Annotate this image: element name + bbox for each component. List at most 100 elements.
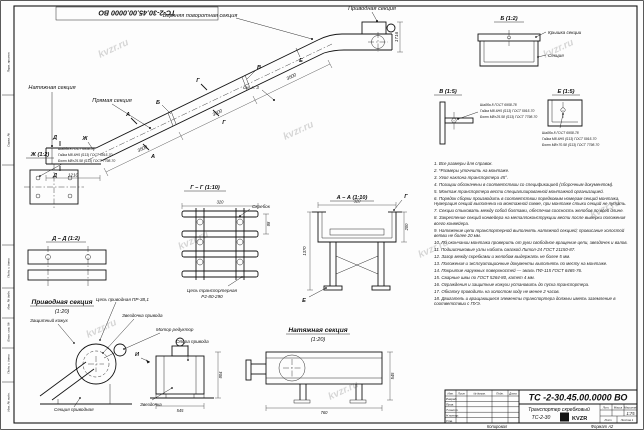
tb-logo-text: KVZR [572, 416, 587, 422]
note-line: 7. Секции стыковать между собой болтами,… [434, 208, 624, 214]
detail-e-spec-1: Шайба 8 ГОСТ 6958-78 [542, 131, 579, 135]
note-line: 9. Натяжение цепи транспортерной выполня… [434, 227, 625, 239]
note-line: 3. Угол наклона транспортера 45°. [434, 174, 509, 180]
section-gg: Г – Г (1:10) 320 88 Скребок Цепь транспо… [181, 185, 271, 299]
tension-linework [245, 351, 393, 411]
section-aa-linework [307, 199, 407, 298]
detail-e-linework [547, 99, 583, 129]
tb-role-razrab: Разраб. [446, 397, 457, 401]
section-dd-title: Д – Д (1:2) [51, 236, 80, 242]
note-line: 2. *Размеры уточнить на монтаже. [434, 167, 510, 173]
detail-b-cover-label: Крышка секции [548, 30, 582, 35]
watermark: kvzr.ru [85, 317, 119, 341]
drive-cover-label: Защитный кожух [30, 317, 69, 323]
note-line: 17. Обкатку проводить на холостом ходу н… [434, 288, 560, 294]
detail-v-spec-3: Болт М8×25.58 (S13) ГОСТ 7798-70 [480, 115, 537, 119]
cut-marker-a1: А [125, 112, 130, 118]
cut-marker-a2: А [150, 154, 155, 160]
detail-zh-title: Ж (1:2) [30, 152, 50, 158]
section-aa-marker-g: Г [404, 194, 408, 200]
dim-3500-3: 3500 [286, 72, 298, 81]
margin-label: Инв. № подл. [7, 392, 11, 411]
section-aa-title: А – А (1:10) [336, 195, 368, 201]
dim-top: 1716 [394, 31, 399, 42]
tb-mass-label: Масса [614, 405, 623, 409]
doc-number-stamp: ТС-2-30.45.00.0000 ВО [55, 6, 219, 21]
note-line: 18. Двигатель и вращающиеся элементы тра… [434, 295, 616, 307]
note-line: 15. Сварные швы по ГОСТ 5264-80, катет 4… [434, 274, 535, 280]
drive-dim-width: 545 [177, 408, 185, 413]
section-aa-dim-depth: 200 [404, 223, 409, 232]
tb-scale-value: 1:75 [627, 411, 636, 416]
detail-b: Б (1:2) Крышка секции Секция [477, 16, 582, 67]
tb-lit-label: Лит. [602, 405, 610, 409]
section-gg-linework [181, 203, 269, 287]
tension-dim-width: 760 [321, 410, 329, 415]
section-aa: А – А (1:10) 320 [302, 194, 409, 304]
detail-e-title: Е (1:5) [557, 89, 574, 95]
section-gg-dim-width: 320 [217, 200, 225, 205]
margin-label: Подп. и дата [7, 258, 11, 278]
format-label: Формат А2 [591, 424, 614, 429]
detail-zh-spec-2: Гайка М8-6Н5 (S13) ГОСТ 5915-70 [58, 153, 112, 157]
doc-number-flipped: ТС-2-30.45.00.0000 ВО [98, 9, 175, 18]
label-see-sheet: см. л. 3 [243, 85, 259, 90]
section-aa-dim-width: 320 [354, 199, 362, 204]
cut-marker-d1: Д [52, 135, 57, 141]
note-line: 8. Закрепление секций конвейера на метал… [434, 215, 626, 226]
tb-col-izm: Изм. [448, 392, 454, 396]
drive-section-label: Секция приводная [54, 407, 94, 412]
bottom-margin: Копировал Формат А2 [487, 424, 614, 429]
detail-zh: Ж (1:2) Шайба 8 ГОСТ 6958-78 Гайка М8-6Н… [24, 147, 115, 210]
main-view-linework [45, 11, 403, 181]
drive-sprocket-label: Звездочка привода [122, 313, 163, 318]
drive-support-label: Опора привода [176, 339, 209, 344]
label-tension-section: Натяжная секция [28, 85, 75, 91]
drive-sprocket2-label: Звездочка [140, 402, 162, 407]
tb-sheets-label: Листов 1 [620, 418, 634, 422]
detail-v-title: В (1:5) [439, 89, 457, 95]
note-line: 1. Все размеры для справок. [434, 161, 493, 166]
tension-section-view: Натяжная секция (1:20) 760 545 [245, 327, 395, 415]
tension-scale: (1:20) [311, 337, 326, 343]
note-line: 12. Зазор между скребками и желобом выде… [434, 254, 571, 260]
detail-marker-v: В [257, 65, 261, 71]
watermark: kvzr.ru [327, 379, 361, 403]
dim-3500-1: 3500 [137, 144, 149, 153]
detail-v-spec-1: Шайба 8 ГОСТ 6958-78 [480, 103, 517, 107]
tb-sheet-label: Лист [603, 418, 612, 422]
detail-e-spec-3: Болт М8×70.58 (S13) ГОСТ 7798-70 [542, 143, 599, 147]
section-gg-chain-label-2: Р2-80-290 [201, 294, 223, 299]
cut-marker-g1: Г [196, 78, 200, 84]
drive-section-view: Приводная секция (1:20) [30, 297, 223, 413]
drive-linework [39, 301, 221, 409]
drive-motor-label: Мотор редуктор [156, 327, 194, 332]
tb-col-dokum: № докум. [473, 392, 486, 396]
detail-zh-spec-3: Болт М8×25.58 (S13) ГОСТ 7798-70 [58, 159, 115, 163]
note-line: 11. Подшипниковые узлы набить смазкой Ли… [434, 247, 576, 253]
kvzr-logo-icon [560, 412, 569, 422]
section-aa-marker-e: Е [302, 298, 306, 304]
watermark: kvzr.ru [282, 119, 316, 143]
label-upper-turn-section: Верхняя поворотная секция [163, 13, 238, 19]
section-gg-title: Г – Г (1:10) [190, 185, 220, 191]
detail-v: В (1:5) Шайба 8 ГОСТ 6958-78 Гайка М8-6Н… [434, 89, 537, 145]
tb-role-prov: Пров. [446, 403, 454, 407]
tension-dim-height: 545 [390, 372, 395, 380]
note-line: 4. Позиции обозначены в соответствии со … [434, 181, 614, 187]
margin-label: Подп. и дата [7, 354, 11, 374]
note-line: 6. Порядок сборки производить в соответс… [434, 195, 627, 207]
margin-label: Перв. примен. [7, 52, 11, 73]
detail-b-linework [477, 30, 547, 67]
tb-name-line2: ТС-2-30 [532, 415, 551, 421]
tension-title: Натяжная секция [288, 327, 347, 334]
detail-e-spec-2: Гайка М8-6Н5 (S13) ГОСТ 5915-70 [542, 137, 596, 141]
tb-name-line1: Транспортер скребковый [528, 406, 590, 413]
detail-marker-b: Б [156, 100, 160, 106]
section-dd-linework [27, 246, 107, 286]
watermark: kvzr.ru [97, 37, 131, 61]
tb-scale-label: Масштаб [624, 405, 637, 409]
dim-tail: 1210 [68, 173, 79, 178]
section-gg-dim-pitch: 88 [266, 221, 271, 226]
detail-zh-spec-1: Шайба 8 ГОСТ 6958-78 [58, 147, 95, 151]
